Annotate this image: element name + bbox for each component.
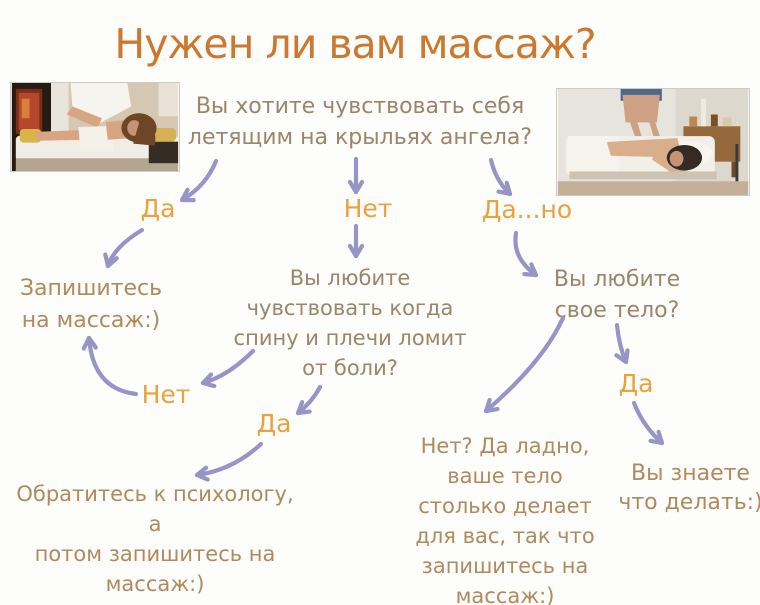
body-answer-yes: Да (618, 369, 654, 398)
root-answer-yes: Да (140, 194, 176, 223)
result-psychologist: Обратитесь к психологу, а потом запишите… (16, 482, 294, 596)
result-body-does-so-much: Нет? Да ладно, ваше тело столько делает … (415, 434, 595, 605)
arrow-root-to-yes-but (488, 157, 513, 197)
pain-question: Вы любите чувствовать когда спину и плеч… (233, 266, 467, 380)
massage-photo-left (10, 82, 180, 172)
arrow-yes-but-to-body-question (513, 230, 539, 278)
root-answer-yes-but: Да...но (481, 195, 573, 224)
pain-answer-no: Нет (141, 380, 191, 409)
root-question: Вы хотите чувствовать себя летящим на кр… (187, 94, 533, 150)
pain-answer-yes: Да (256, 409, 292, 438)
result-you-know-what-to-do: Вы знаете что делать:) (618, 461, 760, 515)
root-answer-no: Нет (343, 194, 393, 223)
arrow-yes-to-psychologist (194, 441, 264, 482)
result-signup-massage: Запишитесь на массаж:) (19, 276, 163, 333)
love-body-question: Вы любите свое тело? (553, 267, 681, 323)
arrow-yes-to-you-know (631, 400, 665, 446)
page-title: Нужен ли вам массаж? (114, 20, 596, 68)
arrow-no-loop-to-signup (81, 335, 139, 397)
arrow-body-no-to-excuse (483, 315, 566, 414)
arrow-body-to-yes (614, 322, 630, 365)
arrow-yes-to-signup (103, 227, 145, 269)
massage-photo-right (556, 88, 750, 196)
